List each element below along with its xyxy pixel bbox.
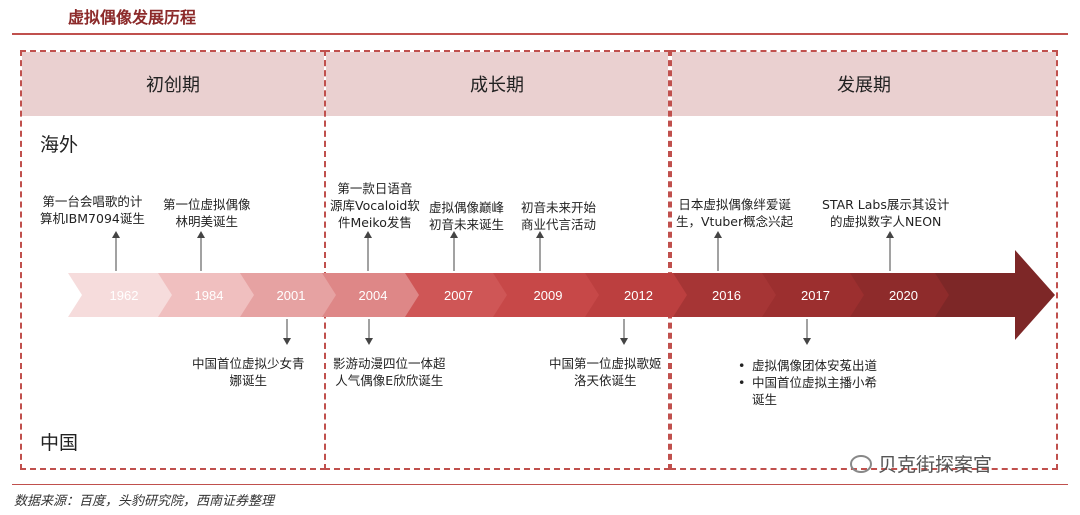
event-2012-luo-tianyi: 中国第一位虚拟歌姬 洛天依诞生 xyxy=(549,356,662,388)
phase-growth-label: 成长期 xyxy=(326,52,668,116)
arrow-down-icon xyxy=(803,338,811,345)
phase-development-label: 发展期 xyxy=(672,52,1056,116)
timeline-chevron xyxy=(240,273,344,317)
arrow-up-icon xyxy=(886,231,894,238)
list-item: • 中国首位虚拟主播小希 诞生 xyxy=(738,374,877,408)
timeline-chevron xyxy=(322,273,426,317)
arrow-up-icon xyxy=(450,231,458,238)
event-2017-list: • 虚拟偶像团体安菟出道 • 中国首位虚拟主播小希 诞生 xyxy=(738,357,877,408)
timeline-chevron xyxy=(673,273,782,317)
page-title: 虚拟偶像发展历程 xyxy=(68,8,197,27)
timeline-chevron xyxy=(493,273,605,317)
watermark: 贝克街探案官 xyxy=(850,450,992,477)
event-2001-qingna: 中国首位虚拟少女青 娜诞生 xyxy=(192,356,305,388)
event-2009-miku-endorsement: 初音未来开始 商业代言活动 xyxy=(521,200,597,232)
year-label: 2012 xyxy=(624,288,653,303)
event-2004-e-xinxin: 影游动漫四位一体超 人气偶像E欣欣诞生 xyxy=(333,356,446,388)
bullet-icon: • xyxy=(738,375,746,390)
wechat-icon xyxy=(850,454,872,473)
timeline-chevron xyxy=(68,273,182,317)
region-china: 中国 xyxy=(40,432,79,454)
final-arrow-shape xyxy=(935,250,1055,340)
arrow-up-icon xyxy=(197,231,205,238)
year-label: 2009 xyxy=(534,288,563,303)
arrow-down-icon xyxy=(365,338,373,345)
year-label: 2016 xyxy=(712,288,741,303)
event-2017-xiaoxi: 中国首位虚拟主播小希 诞生 xyxy=(752,375,878,407)
watermark-text: 贝克街探案官 xyxy=(878,454,993,476)
arrow-up-icon xyxy=(536,231,544,238)
arrow-down-icon xyxy=(283,338,291,345)
arrow-up-icon xyxy=(714,231,722,238)
event-2007-hatsune-miku: 虚拟偶像巅峰 初音未来诞生 xyxy=(429,200,505,232)
year-label: 2020 xyxy=(889,288,918,303)
year-label: 1962 xyxy=(110,288,139,303)
phase-startup: 初创期 xyxy=(20,50,326,470)
phase-startup-label: 初创期 xyxy=(22,52,324,116)
year-label: 2004 xyxy=(359,288,388,303)
arrow-up-icon xyxy=(364,231,372,238)
timeline-chevron xyxy=(850,273,959,317)
timeline-chevron xyxy=(585,273,694,317)
footer-divider xyxy=(12,484,1068,485)
arrow-down-icon xyxy=(620,338,628,345)
year-label: 2007 xyxy=(444,288,473,303)
event-2016-kizuna-ai: 日本虚拟偶像绊爱诞 生，Vtuber概念兴起 xyxy=(676,197,794,229)
phase-growth: 成长期 xyxy=(324,50,670,470)
year-label: 2001 xyxy=(277,288,306,303)
list-item: • 虚拟偶像团体安菟出道 xyxy=(738,357,877,374)
timeline-chevron xyxy=(405,273,514,317)
source-note: 数据来源：百度，头豹研究院，西南证券整理 xyxy=(14,494,275,509)
timeline-chevron xyxy=(762,273,871,317)
event-2004-meiko: 第一款日语音 源库Vocaloid软 件Meiko发售 xyxy=(330,181,420,230)
event-1962-ibm7094: 第一台会唱歌的计 算机IBM7094诞生 xyxy=(40,194,145,226)
event-1984-lynn-minmay: 第一位虚拟偶像 林明美诞生 xyxy=(163,197,251,229)
timeline-chevron xyxy=(158,273,262,317)
event-2017-antu: 虚拟偶像团体安菟出道 xyxy=(752,358,878,373)
region-overseas: 海外 xyxy=(40,134,79,156)
year-label: 2017 xyxy=(801,288,830,303)
bullet-icon: • xyxy=(738,358,746,373)
title-divider xyxy=(12,33,1068,35)
year-label: 1984 xyxy=(195,288,224,303)
arrow-up-icon xyxy=(112,231,120,238)
event-2020-neon: STAR Labs展示其设计 的虚拟数字人NEON xyxy=(822,197,950,229)
